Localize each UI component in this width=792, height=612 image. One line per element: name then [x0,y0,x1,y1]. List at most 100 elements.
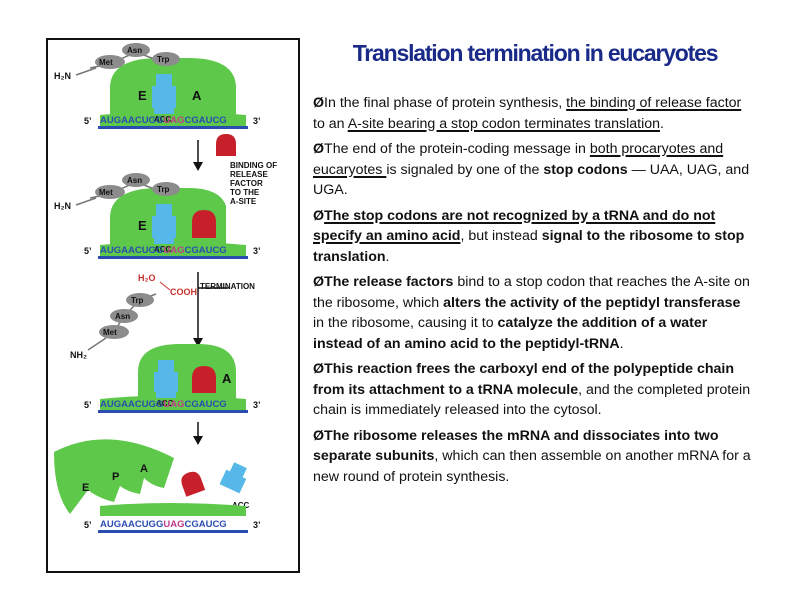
h2n-label: H₂N [54,201,71,211]
text: . [619,335,624,352]
site-e-label: E [138,218,147,233]
stage-4: E P A ACC 5’ 3’ AUGAACUGGUAGCGAUCG [54,439,261,533]
site-a-label: A [140,463,148,475]
release-factor-free [181,471,206,497]
mrna-strand [98,530,248,533]
translation-termination-figure: E A ACC Met Asn Trp H₂N 5’ 3’ AUGAACUGGU… [46,38,300,573]
bold-text: catalyze the addition of a water instead… [313,315,708,352]
bold-text: stop codons [543,161,628,178]
text: in the ribosome, causing it to [313,315,498,331]
binding-label-5: A-SITE [230,197,257,206]
amino-acid-trp [152,182,180,196]
site-e-label: E [82,482,89,494]
bold-text: signal to the ribosome to stop translati… [313,228,745,265]
site-p-label: P [112,471,119,483]
underlined-text: A-site bearing a stop codon terminates t… [347,115,661,132]
amino-acid-met [99,325,129,339]
underlined-text: both procaryotes and eucaryotes [313,141,724,178]
text: . [385,248,390,265]
bullet-5: ØThis reaction frees the carboxyl end of… [313,359,753,421]
site-a-label: A [222,371,232,386]
bullet-arrow-icon: Ø [313,427,325,444]
underlined-text: the binding of release factor [566,95,742,111]
aa-asn-label: Asn [127,46,142,55]
stage-3: A ACC 5’ 3’ AUGAACUGGUAGCGAUCG [84,344,261,413]
bullet-arrow-icon: Ø [313,274,325,290]
cooh-label: COOH [170,287,197,297]
text: The end of the protein-coding message in [324,141,590,157]
aa-asn-label: Asn [115,312,130,321]
trna-free [219,462,247,494]
mrna-strand [98,126,248,129]
bullet-4: ØThe release factors bind to a stop codo… [313,272,753,354]
amino-acid-asn [122,43,150,57]
underlined-bold-text: The stop codons are not recognized by a … [313,207,716,245]
ribosome-small-subunit-dissociated [100,503,246,516]
aa-trp-label: Trp [157,55,170,64]
aa-met-label: Met [103,328,117,337]
h2o-label: H₂O [138,273,156,283]
bold-text: The release factors [324,274,454,290]
mrna-sequence: AUGAACUGGUAGCGAUCG [100,115,227,126]
binding-label-3: FACTOR [230,179,263,188]
mrna-5-label: 5’ [84,400,92,410]
bullet-2: ØThe end of the protein-coding message i… [313,139,753,201]
h2n-label: H₂N [54,71,71,81]
ribosome-small-subunit [100,241,246,258]
mrna-strand [98,410,248,413]
amino-acid-met [95,185,125,199]
acc-label: ACC [232,501,250,510]
bold-text: This reaction frees the carboxyl end of … [313,361,734,398]
ribosome-small-subunit [100,395,246,412]
aa-trp-label: Trp [131,296,144,305]
mrna-3-label: 3’ [253,400,261,410]
text: In the final phase of protein synthesis, [324,95,567,111]
bullet-arrow-icon: Ø [313,141,325,157]
text: to an [313,115,348,132]
amino-acid-trp [152,52,180,66]
bullet-arrow-icon: Ø [313,95,325,111]
release-factor-bound [192,210,216,238]
binding-label-4: TO THE [230,188,260,197]
aa-trp-label: Trp [157,185,170,194]
mrna-3-label: 3’ [253,520,261,530]
stage-1: E A ACC Met Asn Trp H₂N 5’ 3’ AUGAACUGGU… [54,43,261,129]
release-factor-bound [192,366,216,393]
page-title: Translation termination in eucaryotes [352,40,719,66]
mrna-3-label: 3’ [253,116,261,126]
stage-2: E ACC Met Asn Trp H₂N 5’ 3’ AUGAACUGGUAG… [54,173,261,259]
bullet-arrow-icon: Ø [313,361,325,377]
site-a-label: A [192,88,202,103]
text: bind to a stop codon that reaches the A-… [313,274,750,311]
bullet-6: ØThe ribosome releases the mRNA and diss… [313,426,753,488]
text: is signaled by one of the [386,161,544,178]
mrna-sequence: AUGAACUGGUAGCGAUCG [100,519,227,530]
release-factor-incoming [216,134,236,156]
aa-met-label: Met [99,188,113,197]
mrna-sequence: AUGAACUGGUAGCGAUCG [100,245,227,256]
trna [152,204,176,238]
figure-svg: E A ACC Met Asn Trp H₂N 5’ 3’ AUGAACUGGU… [54,43,277,533]
bullet-arrow-icon: Ø [313,207,325,224]
ribosome-small-subunit [100,111,246,128]
text: — UAA, UAG, and UGA. [313,161,750,199]
amino-acid-met [95,55,125,69]
mrna-5-label: 5’ [84,116,92,126]
amino-acid-asn [122,173,150,187]
binding-label-1: BINDING OF [230,161,277,170]
mrna-5-label: 5’ [84,246,92,256]
nh2-label: NH₂ [70,350,87,360]
site-e-label: E [138,88,147,103]
binding-label-2: RELEASE [230,170,268,179]
text: , but instead [460,228,542,244]
mrna-sequence: AUGAACUGGUAGCGAUCG [100,399,227,410]
amino-acid-trp [126,293,154,307]
acc-label: ACC [154,115,172,124]
aa-met-label: Met [99,58,113,67]
trna-anticodon [154,108,174,114]
termination-label: TERMINATION [200,282,255,291]
mrna-3-label: 3’ [253,246,261,256]
aa-asn-label: Asn [127,176,142,185]
bullet-list: ØIn the final phase of protein synthesis… [313,93,753,492]
amino-acid-asn [110,309,138,323]
